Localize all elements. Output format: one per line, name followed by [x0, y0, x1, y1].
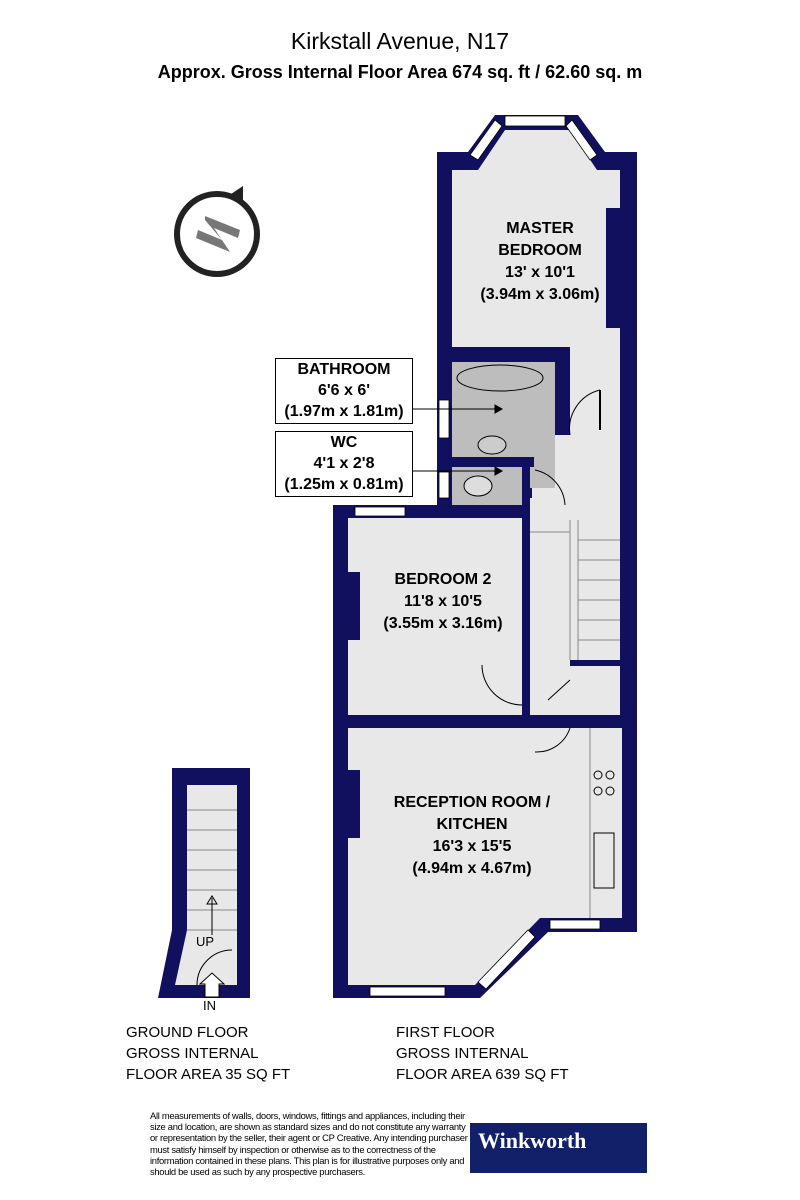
floor-area-value: FLOOR AREA 639 SQ FT — [396, 1066, 569, 1083]
room-size-metric: (1.97m x 1.81m) — [284, 403, 404, 420]
room-size-metric: (3.94m x 3.06m) — [480, 286, 600, 303]
room-name: KITCHEN — [436, 816, 508, 833]
room-size-metric: (3.55m x 3.16m) — [383, 615, 503, 632]
compass-icon — [174, 186, 260, 277]
hob-icon — [593, 770, 615, 796]
room-size-imperial: 4'1 x 2'8 — [313, 455, 375, 472]
property-title: Kirkstall Avenue, N17 — [290, 28, 510, 54]
stairs — [530, 520, 620, 660]
floor-area-caption: GROSS INTERNAL — [126, 1045, 259, 1062]
bathtub-icon — [456, 364, 544, 392]
reception-floor — [348, 728, 622, 985]
disclaimer: All measurements of walls, doors, window… — [150, 1110, 468, 1178]
room-name: BEDROOM 2 — [394, 571, 492, 588]
room-name: WC — [330, 434, 358, 451]
reception-label: RECEPTION ROOM / KITCHEN 16'3 x 15'5 (4.… — [362, 792, 582, 880]
room-name: RECEPTION ROOM / — [393, 794, 551, 811]
room-name: BATHROOM — [297, 361, 391, 378]
room-size-imperial: 6'6 x 6' — [317, 382, 371, 399]
room-name: BEDROOM — [498, 242, 582, 259]
room-size-metric: (4.94m x 4.67m) — [412, 860, 532, 877]
floor-name: GROUND FLOOR — [126, 1024, 249, 1041]
ground-floor-hall — [175, 785, 237, 985]
room-size-imperial: 11'8 x 10'5 — [404, 593, 482, 610]
room-size-imperial: 16'3 x 15'5 — [432, 838, 512, 855]
floor-area-caption: GROSS INTERNAL — [396, 1045, 529, 1062]
master-bedroom-label: MASTER BEDROOM 13' x 10'1 (3.94m x 3.06m… — [440, 218, 640, 306]
winkworth-logo: Winkworth — [470, 1123, 647, 1173]
floor-area-subtitle: Approx. Gross Internal Floor Area 674 sq… — [157, 62, 643, 82]
ground-floor-area: GROUND FLOOR GROSS INTERNAL FLOOR AREA 3… — [126, 1022, 290, 1085]
floor-name: FIRST FLOOR — [396, 1024, 495, 1041]
basin-icon — [477, 435, 507, 455]
bathroom-label: BATHROOM 6'6 x 6' (1.97m x 1.81m) — [275, 358, 413, 424]
room-size-imperial: 13' x 10'1 — [505, 264, 575, 281]
room-name: MASTER — [506, 220, 574, 237]
sink-icon — [593, 832, 615, 889]
wc-label: WC 4'1 x 2'8 (1.25m x 0.81m) — [275, 431, 413, 497]
in-label: IN — [203, 998, 216, 1013]
entrance-arrow-icon — [198, 972, 226, 998]
up-label: UP — [196, 934, 215, 949]
first-floor-area: FIRST FLOOR GROSS INTERNAL FLOOR AREA 63… — [396, 1022, 569, 1085]
floor-area-value: FLOOR AREA 35 SQ FT — [126, 1066, 291, 1083]
toilet-icon — [463, 475, 493, 497]
bedroom-2-label: BEDROOM 2 11'8 x 10'5 (3.55m x 3.16m) — [343, 569, 543, 635]
room-size-metric: (1.25m x 0.81m) — [284, 476, 404, 493]
bedroom-2-floor — [348, 518, 522, 715]
